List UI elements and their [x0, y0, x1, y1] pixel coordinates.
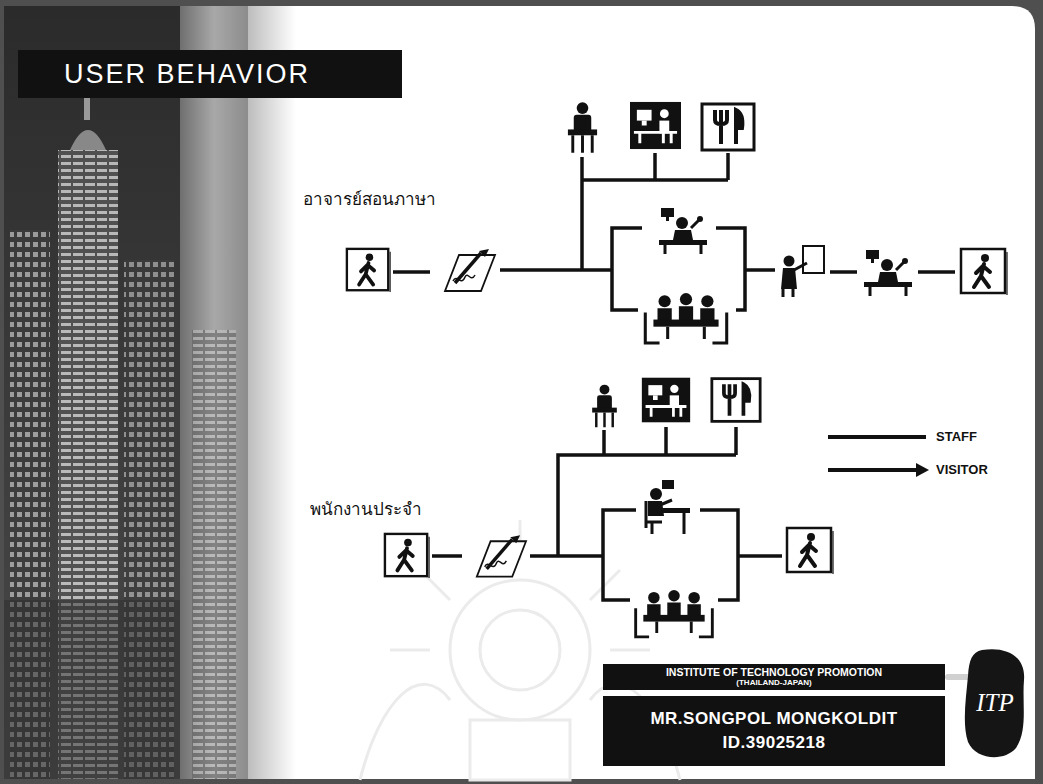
drawing-part: [580, 157, 584, 270]
drawing-part: [558, 455, 736, 556]
drawing-part: [4, 6, 180, 779]
drawing-part: [738, 554, 782, 558]
computer-icon: [642, 378, 690, 423]
legend-row: VISITOR: [828, 460, 1028, 480]
drawing-part: [653, 153, 657, 180]
food-icon: [712, 379, 760, 422]
author-box: MR.SONGPOL MONGKOLDITID.39025218: [603, 696, 945, 766]
drawing-part: [248, 6, 296, 779]
role-label: อาจารย์สอนภาษา: [303, 188, 436, 210]
drawing-part: [602, 430, 606, 455]
legend-text: VISITOR: [936, 461, 988, 479]
node-text: MR.SONGPOL MONGKOLDIT: [650, 707, 897, 731]
drawing-part: [393, 270, 430, 274]
sign-in-icon: [445, 249, 495, 291]
logo-shape: [965, 649, 1024, 757]
node-text: ID.39025218: [723, 731, 826, 755]
drawing-part: [450, 580, 590, 720]
drawing-part: [918, 270, 955, 274]
meeting-icon: [636, 590, 713, 637]
drawing-part: [530, 554, 603, 558]
worker-icon: [646, 480, 690, 534]
drawing-part: [432, 554, 462, 558]
node-text: ITP: [976, 689, 1014, 717]
drawing-part: [470, 720, 570, 780]
computer-icon: [630, 102, 681, 149]
drawing-part: [664, 427, 668, 455]
drawing-part: [734, 427, 738, 455]
institute-bar: INSTITUTE OF TECHNOLOGY PROMOTION(THAILA…: [603, 664, 945, 690]
drawing-part: [726, 153, 730, 180]
walk-icon: [347, 249, 390, 292]
node-text: (THAILAND-JAPAN): [736, 678, 811, 687]
lectern-icon: [592, 385, 617, 428]
drawing-part: [700, 510, 738, 600]
slide-title: USER BEHAVIOR: [64, 50, 310, 98]
drawing-part: [500, 268, 612, 272]
lectern-icon: [568, 102, 597, 153]
walk-icon: [961, 249, 1007, 295]
city-photo: [4, 6, 248, 779]
legend-arrowhead: [916, 463, 929, 477]
node-text: INSTITUTE OF TECHNOLOGY PROMOTION: [666, 666, 882, 678]
drawing-part: [248, 6, 1035, 779]
meeting-icon: [645, 293, 726, 343]
legend-text: STAFF: [936, 428, 977, 446]
title-bar: USER BEHAVIOR: [18, 50, 402, 98]
legend-row: STAFF: [828, 427, 1028, 447]
drawing-part: [612, 228, 642, 310]
walk-icon: [787, 528, 833, 574]
drawing-part: [830, 270, 857, 274]
pictograms: [347, 102, 1007, 637]
drawing-part: [180, 6, 248, 779]
food-icon: [702, 104, 754, 150]
walk-icon: [385, 534, 429, 578]
drawing-part: [603, 510, 636, 600]
drawing-part: [70, 130, 106, 150]
desk-icon: [864, 250, 912, 296]
logo-badge: ITP: [962, 646, 1028, 760]
drawing-part: [745, 268, 775, 272]
role-label: พนักงานประจำ: [310, 498, 422, 520]
drawing-part: [192, 330, 236, 779]
desk-icon: [659, 208, 707, 254]
drawing-part: [4, 600, 180, 779]
legend-sample: [828, 427, 930, 447]
legend-sample: [828, 460, 930, 480]
legend-line: [828, 468, 918, 472]
legend-line: [828, 435, 926, 439]
flow-lines: [393, 153, 988, 677]
drawing-part: [480, 610, 560, 690]
sign-in-icon: [477, 535, 526, 576]
drawing-part: [716, 228, 745, 310]
presenter-icon: [781, 246, 824, 297]
